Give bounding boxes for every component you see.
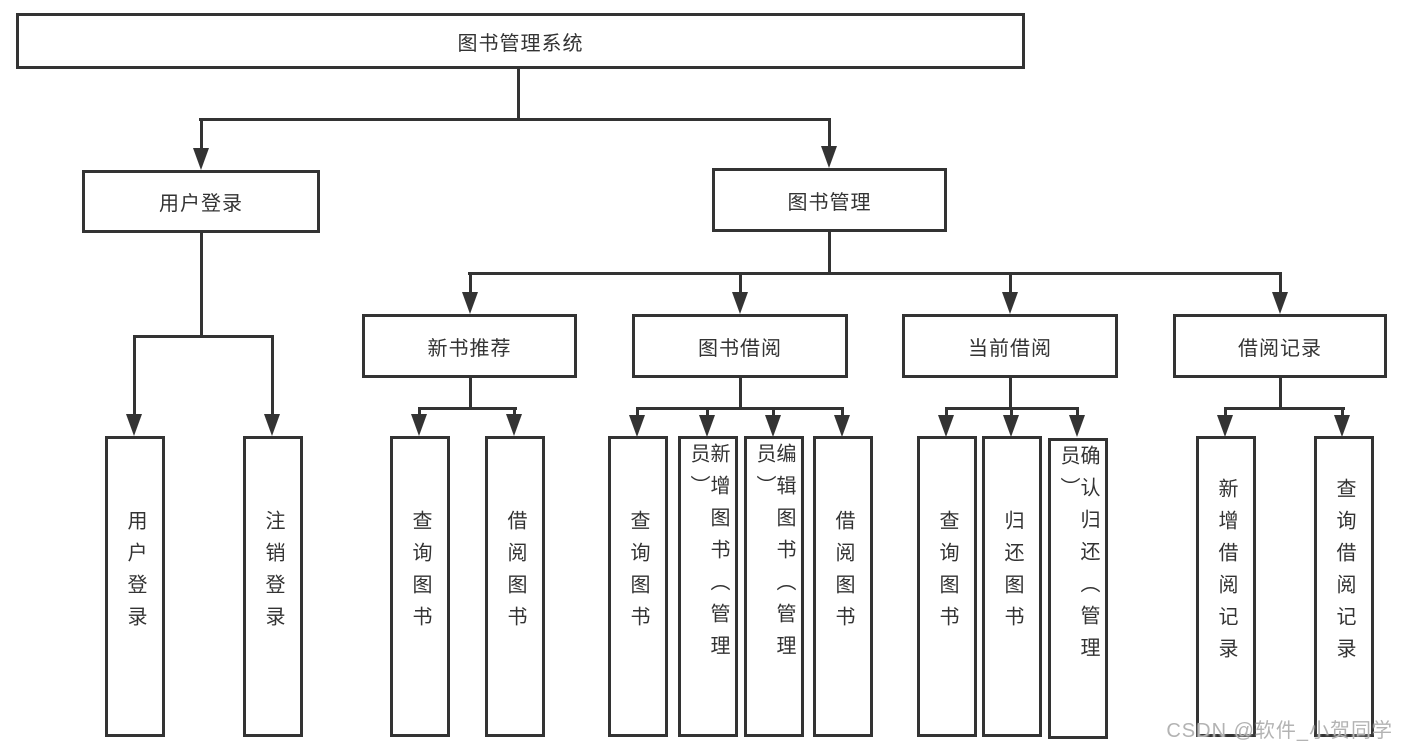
connector-arrow-leaf — [1334, 407, 1351, 437]
connector-arrow-leaf — [699, 407, 716, 437]
connector-borrow-branch — [636, 407, 844, 410]
connector-arrow-leaf — [506, 407, 523, 436]
connector-arrow-leaf — [629, 407, 646, 437]
leaf-add-borrow-record: 新增借阅记录 — [1196, 436, 1256, 737]
leaf-query-borrow-record: 查询借阅记录 — [1314, 436, 1374, 737]
leaf-query-books: 查询图书 — [390, 436, 450, 737]
connector-arrow-level3 — [731, 272, 749, 314]
node-book-borrow: 图书借阅 — [632, 314, 848, 378]
leaf-user-login: 用户登录 — [105, 436, 165, 737]
connector-arrow-leaf — [126, 335, 143, 436]
connector-arrow-leaf — [411, 407, 428, 436]
connector-arrow-leaf — [765, 407, 782, 437]
connector-record-stem — [1278, 378, 1282, 407]
leaf-borrow-books: 借阅图书 — [813, 436, 873, 737]
node-book-management: 图书管理 — [712, 168, 947, 232]
connector-arrow-leaf — [1003, 407, 1020, 437]
connector-arrow-level3 — [1001, 272, 1019, 314]
connector-arrow-leaf — [264, 335, 281, 436]
leaf-confirm-return-admin: 确认归还（管理员） — [1048, 438, 1108, 739]
connector-level2-branch — [199, 118, 830, 121]
connector-record-branch — [1224, 407, 1345, 410]
leaf-query-books: 查询图书 — [917, 436, 977, 737]
connector-arrow-leaf — [1069, 407, 1086, 437]
connector-current-stem — [1008, 378, 1012, 407]
leaf-borrow-books: 借阅图书 — [485, 436, 545, 737]
connector-newbook-stem — [468, 378, 472, 407]
connector-arrow-user-login — [192, 118, 210, 170]
leaf-add-books-admin: 新增图书（管理员） — [678, 436, 738, 737]
connector-arrow-leaf — [938, 407, 955, 437]
connector-arrow-leaf — [1217, 407, 1234, 437]
connector-level3-branch — [468, 272, 1282, 275]
node-borrow-record: 借阅记录 — [1173, 314, 1387, 378]
connector-arrow-leaf — [834, 407, 851, 437]
leaf-return-books: 归还图书 — [982, 436, 1042, 737]
connector-root-stem — [517, 69, 520, 118]
connector-user-login-stem — [199, 233, 203, 335]
csdn-watermark: CSDN @软件_小贺同学 — [1166, 720, 1393, 742]
node-root: 图书管理系统 — [16, 13, 1025, 69]
node-user-login: 用户登录 — [82, 170, 320, 233]
node-current-borrow: 当前借阅 — [902, 314, 1118, 378]
leaf-logout: 注销登录 — [243, 436, 303, 737]
connector-arrow-level3 — [1271, 272, 1289, 314]
connector-arrow-book-mgmt — [820, 118, 838, 168]
connector-newbook-branch — [418, 407, 517, 410]
connector-arrow-level3 — [461, 272, 479, 314]
leaf-query-books: 查询图书 — [608, 436, 668, 737]
node-new-book-recommend: 新书推荐 — [362, 314, 577, 378]
connector-borrow-stem — [738, 378, 742, 407]
connector-user-login-branch — [133, 335, 274, 338]
connector-book-mgmt-stem — [828, 232, 831, 272]
leaf-edit-books-admin: 编辑图书（管理员） — [744, 436, 804, 737]
